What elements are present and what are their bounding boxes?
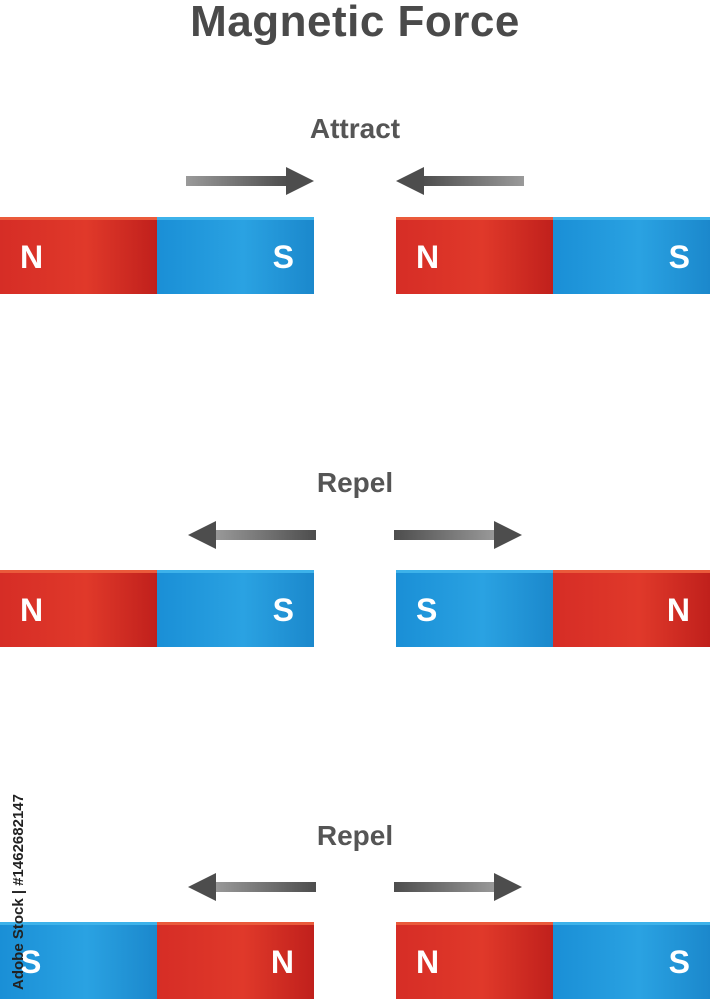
- north-pole: N: [157, 922, 314, 999]
- south-pole: S: [553, 922, 710, 999]
- magnet-left: N S: [0, 217, 314, 294]
- south-pole: S: [396, 570, 553, 647]
- arrow-right-icon: [186, 167, 314, 195]
- south-pole: S: [157, 570, 314, 647]
- north-pole: N: [396, 217, 553, 294]
- diagram-title: Magnetic Force: [190, 0, 520, 46]
- section-label-repel: Repel: [316, 467, 394, 498]
- north-pole: N: [553, 570, 710, 647]
- magnet-right: N S: [396, 217, 710, 294]
- south-pole: S: [157, 217, 314, 294]
- arrow-left-icon: [396, 167, 524, 195]
- north-pole: N: [0, 217, 157, 294]
- magnet-right: S N: [396, 570, 710, 647]
- south-pole: S: [0, 922, 157, 999]
- north-pole: N: [0, 570, 157, 647]
- arrow-left-icon: [188, 521, 316, 549]
- arrow-right-icon: [394, 521, 522, 549]
- arrow-right-icon: [394, 873, 522, 901]
- magnet-right: N S: [396, 922, 710, 999]
- north-pole: N: [396, 922, 553, 999]
- south-pole: S: [553, 217, 710, 294]
- magnet-left: N S: [0, 570, 314, 647]
- arrow-left-icon: [188, 873, 316, 901]
- magnet-left: S N: [0, 922, 314, 999]
- stock-id-watermark: Adobe Stock | #1462682147: [10, 794, 27, 990]
- section-label-repel: Repel: [316, 820, 394, 851]
- section-label-attract: Attract: [309, 113, 401, 144]
